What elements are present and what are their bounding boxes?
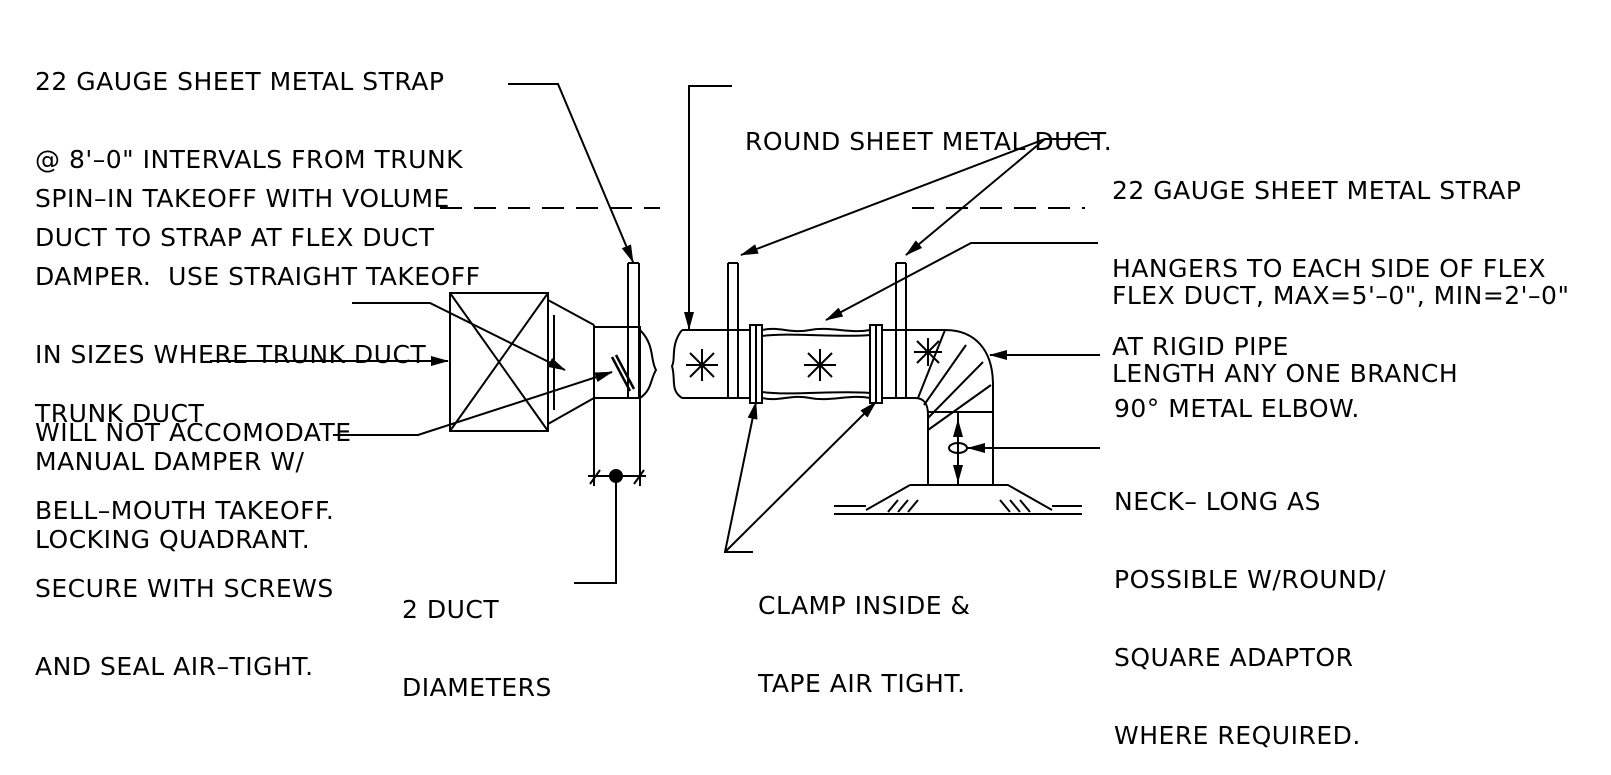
note-spin-in-takeoff: SPIN–IN TAKEOFF WITH VOLUME DAMPER. USE … (35, 184, 481, 681)
note-neck: NECK– LONG AS POSSIBLE W/ROUND/ SQUARE A… (1114, 487, 1387, 750)
leader-strap-trunk (508, 83, 634, 263)
note-elbow: 90° METAL ELBOW. (1114, 394, 1360, 423)
leader-manual-damper (333, 371, 613, 436)
leader-round-duct (684, 85, 732, 330)
dimension-duct-diameters (574, 398, 646, 584)
hvac-detail-drawing: 22 GAUGE SHEET METAL STRAP @ 8'–0" INTER… (35, 67, 1570, 749)
leader-clamp-right (724, 401, 877, 553)
damper-section (593, 262, 658, 399)
clamp-right (869, 324, 883, 404)
note-strap-hangers: 22 GAUGE SHEET METAL STRAP HANGERS TO EA… (1112, 176, 1546, 361)
note-clamp: CLAMP INSIDE & TAPE AIR TIGHT. (758, 591, 971, 698)
leader-clamp-left (723, 401, 758, 553)
spin-in-takeoff (547, 299, 595, 425)
note-manual-damper: MANUAL DAMPER W/ LOCKING QUADRANT. (35, 447, 311, 554)
leader-strap-hanger-right (905, 138, 1046, 256)
duct-diagram (210, 83, 1100, 584)
metal-elbow (882, 329, 994, 485)
neck (948, 412, 968, 485)
note-duct-diameters: 2 DUCT DIAMETERS (402, 595, 552, 702)
ceiling-diffuser (834, 484, 1082, 515)
leader-flex-duct (825, 242, 1098, 321)
hanger-left (727, 262, 739, 398)
note-trunk-duct: TRUNK DUCT (35, 399, 205, 428)
clamp-left (749, 324, 763, 404)
note-round-duct: ROUND SHEET METAL DUCT. (745, 127, 1113, 156)
note-flex-duct: FLEX DUCT, MAX=5'–0", MIN=2'–0" LENGTH A… (1112, 281, 1570, 388)
note-strap-trunk: 22 GAUGE SHEET METAL STRAP @ 8'–0" INTER… (35, 67, 464, 252)
leader-spin-in (352, 302, 566, 371)
flex-duct (761, 327, 871, 401)
